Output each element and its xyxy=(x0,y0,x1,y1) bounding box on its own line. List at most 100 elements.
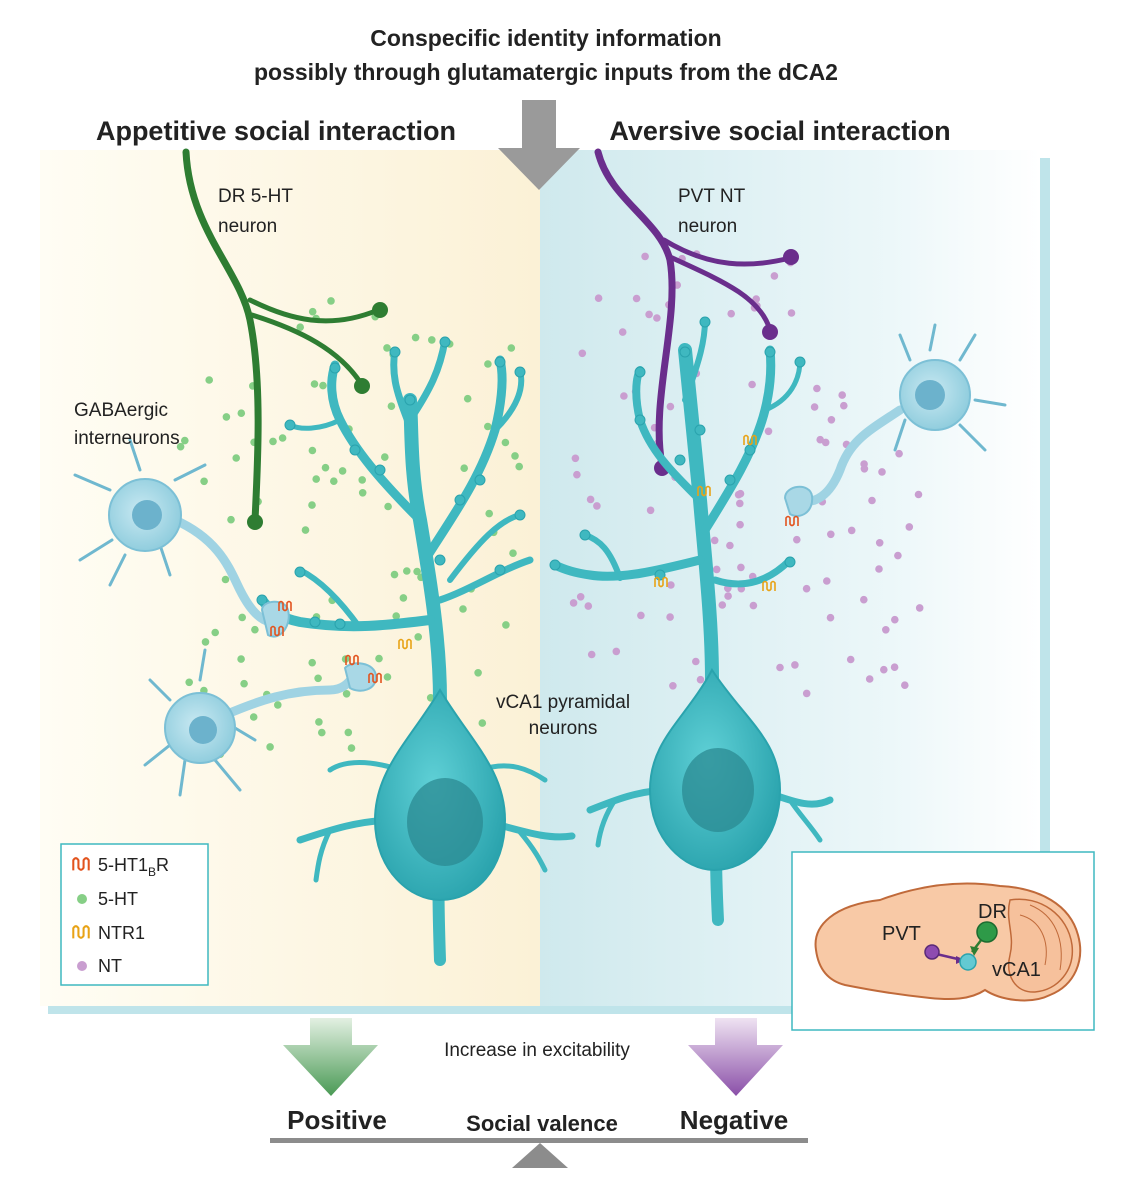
transmitter-dot xyxy=(308,658,317,667)
transmitter-dot xyxy=(392,612,401,620)
spine xyxy=(699,316,711,328)
transmitter-dot xyxy=(827,530,835,539)
transmitter-dot xyxy=(645,310,653,319)
transmitter-dot xyxy=(387,402,396,411)
transmitter-dot xyxy=(868,496,876,505)
transmitter-dot xyxy=(266,743,274,751)
transmitter-dot xyxy=(586,495,595,504)
left-panel-title: Appetitive social interaction xyxy=(96,116,456,146)
transmitter-dot xyxy=(882,626,890,634)
transmitter-dot xyxy=(594,294,603,303)
transmitter-dot xyxy=(342,690,351,698)
transmitter-dot xyxy=(502,621,510,629)
transmitter-dot xyxy=(793,535,801,544)
transmitter-dot xyxy=(507,344,516,352)
transmitter-dot xyxy=(901,681,909,689)
transmitter-dot xyxy=(840,401,848,410)
legend-item-ntr1: NTR1 xyxy=(98,923,145,943)
transmitter-dot xyxy=(696,675,705,684)
transmitter-dot xyxy=(895,449,903,458)
header-line-2: possibly through glutamatergic inputs fr… xyxy=(254,59,838,85)
transmitter-dot xyxy=(358,489,367,497)
spine xyxy=(514,509,526,521)
transmitter-dot xyxy=(315,718,323,726)
transmitter-dot xyxy=(641,252,649,261)
transmitter-dot xyxy=(764,427,773,436)
spine xyxy=(494,564,506,576)
right-panel-title: Aversive social interaction xyxy=(609,116,950,146)
transmitter-dot xyxy=(383,344,391,352)
transmitter-dot xyxy=(718,601,727,609)
transmitter-dot xyxy=(860,465,869,473)
transmitter-dot xyxy=(752,295,760,303)
legend-item-nt: NT xyxy=(98,956,122,976)
legend-item-5ht: 5-HT xyxy=(98,889,138,909)
transmitter-dot xyxy=(666,402,675,411)
transmitter-dot xyxy=(181,436,189,445)
transmitter-dot xyxy=(459,605,467,613)
positive-label: Positive xyxy=(287,1105,387,1135)
transmitter-dot xyxy=(791,661,799,669)
legend-nt-icon xyxy=(77,961,87,971)
pvt-neuron-label-1: PVT NT xyxy=(678,186,746,207)
transmitter-dot xyxy=(875,565,883,573)
transmitter-dot xyxy=(593,502,601,510)
legend: 5-HT1BR 5-HT NTR1 NT xyxy=(60,843,209,986)
transmitter-dot xyxy=(484,360,492,368)
gaba-label-1: GABAergic xyxy=(74,400,168,421)
legend-box xyxy=(60,843,209,986)
transmitter-dot xyxy=(319,381,327,390)
transmitter-dot xyxy=(860,595,868,604)
spine xyxy=(389,346,401,358)
transmitter-dot xyxy=(222,413,231,421)
transmitter-dot xyxy=(802,689,811,698)
spine xyxy=(439,336,451,348)
transmitter-dot xyxy=(381,453,389,461)
transmitter-dot xyxy=(344,728,353,737)
transmitter-dot xyxy=(646,506,655,515)
pvt-terminal-3 xyxy=(762,324,778,340)
transmitter-dot xyxy=(891,615,899,624)
transmitter-dot xyxy=(821,438,830,447)
transmitter-dot xyxy=(509,549,517,557)
transmitter-dot xyxy=(460,464,469,473)
spine xyxy=(309,616,321,628)
spine xyxy=(434,554,446,566)
transmitter-dot xyxy=(308,446,317,455)
spine xyxy=(794,356,806,368)
transmitter-dot xyxy=(413,567,421,576)
negative-label: Negative xyxy=(680,1105,788,1135)
transmitter-dot xyxy=(712,565,721,574)
transmitter-dot xyxy=(240,679,248,688)
pvt-neurotensin-axon xyxy=(594,148,793,469)
transmitter-dot xyxy=(573,470,581,479)
transmitter-dot xyxy=(474,669,482,677)
spine xyxy=(634,366,646,378)
input-arrow xyxy=(498,100,580,190)
gaba-label-2: interneurons xyxy=(74,428,180,449)
spine xyxy=(454,494,466,506)
transmitter-dot xyxy=(237,655,245,663)
pvt-terminal-2 xyxy=(783,249,799,265)
transmitter-dot xyxy=(308,307,317,316)
transmitter-dot xyxy=(269,437,277,446)
transmitter-dot xyxy=(312,475,321,483)
spine xyxy=(784,556,796,568)
transmitter-dot xyxy=(878,468,886,476)
header-line-1: Conspecific identity information xyxy=(370,25,721,51)
valence-fulcrum xyxy=(512,1143,568,1168)
transmitter-dot xyxy=(846,655,855,664)
transmitter-dot xyxy=(314,674,322,683)
spine xyxy=(634,414,646,426)
transmitter-dot xyxy=(426,694,435,702)
spine xyxy=(256,594,268,606)
transmitter-dot xyxy=(185,678,193,687)
vca1-node xyxy=(959,953,977,971)
valence-scale-bar xyxy=(270,1138,808,1143)
spine xyxy=(744,444,756,456)
spine xyxy=(579,529,591,541)
positive-arrow xyxy=(283,1018,378,1096)
transmitter-dot xyxy=(205,376,213,384)
transmitter-dot xyxy=(576,593,585,601)
transmitter-dot xyxy=(880,665,888,674)
